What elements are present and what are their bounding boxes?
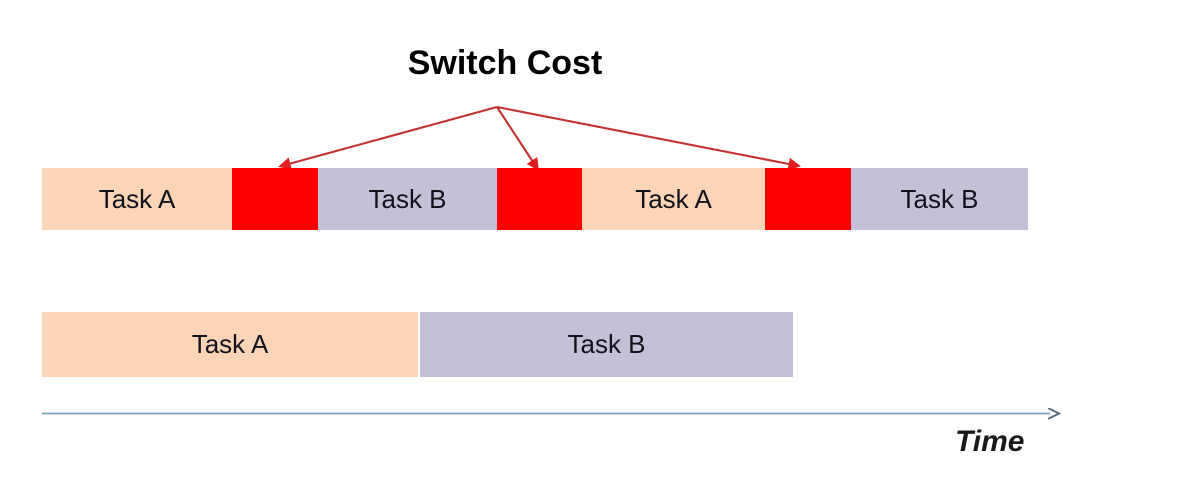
switch-cost-block-1[interactable] xyxy=(232,168,318,230)
arrow-to-switch-2 xyxy=(496,106,539,171)
task-block-b-full[interactable]: Task B xyxy=(420,312,793,377)
multitasking-row: Task A Task B Task A Task B xyxy=(0,168,1196,230)
task-block-label: Task A xyxy=(191,329,269,359)
task-block-label: Task B xyxy=(900,183,979,214)
switch-cost-block-2[interactable] xyxy=(497,168,582,230)
task-block-label: Task A xyxy=(635,183,712,214)
task-block-a2[interactable]: Task A xyxy=(582,168,765,230)
sequential-row: Task A Task B xyxy=(0,312,1196,377)
time-axis-label: Time xyxy=(955,425,1025,458)
switch-cost-block-3[interactable] xyxy=(765,168,851,230)
task-block-label: Task B xyxy=(567,329,646,359)
arrow-to-switch-1 xyxy=(278,105,498,170)
task-block-b1[interactable]: Task B xyxy=(318,168,497,230)
page-title: Switch Cost xyxy=(407,44,603,82)
arrow-group xyxy=(278,105,802,171)
arrow-to-switch-3 xyxy=(496,105,802,171)
task-block-label: Task A xyxy=(98,183,176,214)
task-block-a-full[interactable]: Task A xyxy=(42,312,418,377)
task-block-label: Task B xyxy=(368,183,447,214)
task-block-b2[interactable]: Task B xyxy=(851,168,1028,230)
task-block-a1[interactable]: Task A xyxy=(42,168,232,230)
